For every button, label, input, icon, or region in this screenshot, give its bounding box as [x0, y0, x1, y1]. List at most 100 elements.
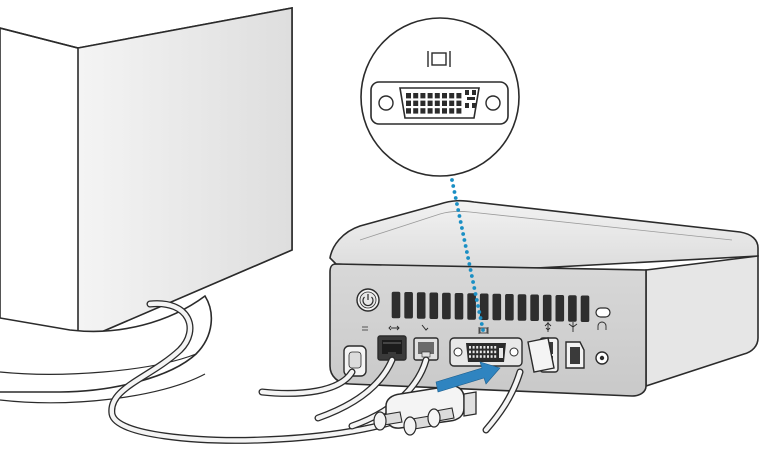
dvi-pin: [469, 350, 471, 354]
vent-slot: [391, 291, 401, 319]
dvi-pin: [494, 350, 497, 354]
monitor: [0, 7, 293, 404]
dvi-pin: [427, 108, 433, 114]
dvi-pin: [413, 100, 419, 106]
vent-slot: [467, 293, 476, 320]
callout-dot: [467, 262, 472, 266]
headphone-port: [595, 351, 609, 365]
security-slot: [595, 307, 611, 318]
dvi-pin: [479, 355, 482, 358]
vent-slot: [555, 294, 565, 322]
callout-dot: [460, 226, 464, 230]
dvi-pin: [456, 100, 462, 106]
dvi-pin: [472, 90, 476, 95]
callout-dvi-port: [370, 81, 509, 125]
dvi-pin: [469, 355, 471, 358]
ethernet-port: [377, 335, 407, 361]
usb-icon: [544, 322, 552, 332]
dvi-pin: [434, 108, 440, 114]
dvi-pin: [456, 108, 462, 114]
dvi-pin: [434, 93, 440, 99]
dvi-pin: [442, 93, 447, 99]
callout-dotted-line: [450, 178, 485, 332]
callout-dot: [464, 250, 469, 254]
dvi-pin: [494, 355, 497, 358]
vent-slot: [517, 294, 527, 321]
callout-dot: [473, 292, 478, 296]
callout-dot: [457, 214, 462, 218]
callout-dot: [468, 268, 473, 272]
dvi-pin: [434, 100, 440, 106]
callout-dot: [469, 274, 474, 278]
monitor-side-panel: [77, 7, 293, 344]
dvi-port: [449, 337, 523, 367]
callout-dot: [455, 202, 459, 206]
dvi-pin: [442, 108, 447, 114]
display-port-symbol: [427, 51, 451, 67]
dvi-pin: [420, 108, 426, 114]
dvi-pin: [449, 100, 455, 106]
dvi-pin: [479, 346, 482, 349]
dvi-pin: [476, 355, 479, 358]
connection-arrow: [435, 361, 501, 393]
headphone-icon: [597, 321, 607, 330]
dvi-pin: [490, 346, 493, 349]
dvi-pin: [449, 93, 455, 99]
dvi-pin: [479, 350, 482, 354]
vent-slot: [454, 292, 464, 320]
callout-dot: [478, 316, 483, 320]
dvi-pin: [483, 346, 486, 349]
callout-dot: [479, 322, 484, 326]
callout-dot: [476, 304, 480, 308]
vent-slots: [391, 291, 590, 323]
monitor-cable: [108, 300, 402, 444]
dvi-pin: [494, 346, 497, 349]
dvi-pin: [420, 100, 426, 106]
vent-slot: [442, 292, 451, 320]
callout-dot: [451, 184, 456, 188]
vent-slot: [542, 294, 552, 322]
vent-slot: [416, 292, 426, 319]
arrow-icon: [435, 361, 501, 393]
callout-dot: [456, 208, 461, 212]
dvi-pin: [472, 355, 475, 358]
dvi-pin: [483, 355, 486, 358]
callout-dot: [472, 286, 477, 290]
dvi-pin: [467, 97, 475, 100]
dvi-pin: [406, 93, 411, 99]
dvi-pin: [487, 355, 489, 358]
power-icon: [362, 294, 374, 307]
callout-dot: [461, 232, 466, 236]
dvi-pin: [456, 93, 462, 99]
connector-screws: [373, 407, 455, 436]
firewire-port: [343, 345, 367, 377]
port-symbols: [362, 321, 607, 334]
dvi-pin: [476, 350, 479, 354]
vent-slot: [429, 292, 439, 320]
callout-dot: [452, 190, 457, 194]
dvi-port-pins: [469, 346, 503, 358]
dvi-pin: [442, 100, 447, 106]
callout-dot: [477, 310, 482, 314]
dvi-pin: [472, 350, 475, 354]
dvi-pin: [406, 108, 411, 114]
dvi-pin: [465, 90, 469, 95]
dvi-pin: [490, 355, 493, 358]
vent-slot: [505, 293, 514, 321]
dvi-pin: [487, 346, 489, 349]
dvi-pin: [413, 108, 419, 114]
dvi-cable-connector: [373, 385, 477, 436]
callout-dot: [471, 280, 475, 284]
callout-dot: [481, 328, 485, 332]
vent-slot: [580, 295, 590, 323]
display-icon: [478, 327, 489, 334]
dvi-pin: [427, 100, 433, 106]
mac-mini: [329, 199, 759, 397]
dvi-pin: [420, 93, 426, 99]
dvi-pin: [472, 103, 476, 108]
dvi-pin: [487, 350, 489, 354]
callout-dot: [463, 244, 468, 248]
dvi-pin: [427, 93, 433, 99]
